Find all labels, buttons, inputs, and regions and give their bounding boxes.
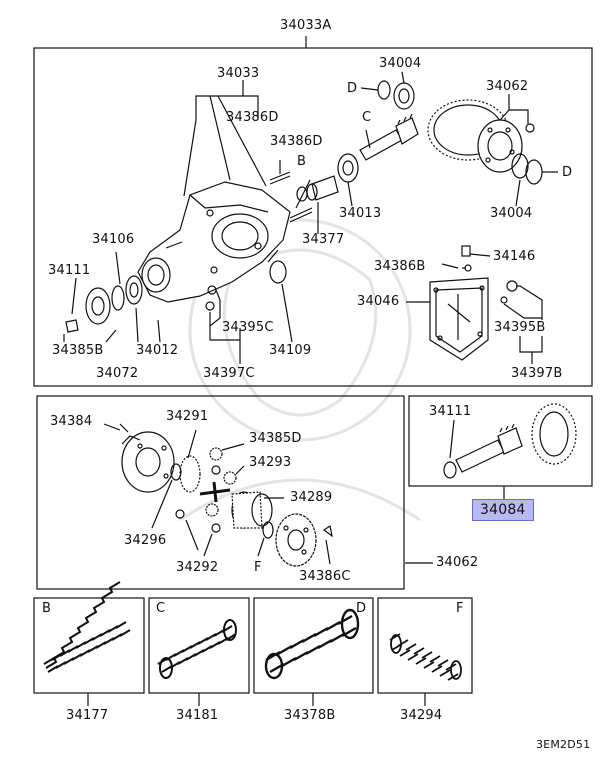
spring-b-coils (43, 581, 131, 673)
case-cover (275, 513, 317, 567)
spring-c-coils (157, 619, 237, 679)
part-label[interactable]: 34385D (249, 431, 302, 446)
part-label[interactable]: 34386B (374, 259, 426, 274)
spring-letter-f: F (456, 601, 464, 616)
bearing-34013 (337, 153, 359, 183)
assembly-code-label: 34033A (280, 18, 332, 33)
drive-pinion (359, 113, 419, 161)
part-label[interactable]: 34292 (176, 560, 219, 575)
part-label[interactable]: 34291 (166, 409, 209, 424)
differential-case (121, 431, 175, 493)
pinion-gears (175, 447, 237, 533)
part-label[interactable]: 34004 (379, 56, 422, 71)
part-label[interactable]: 34012 (136, 343, 179, 358)
part-label[interactable]: 34146 (493, 249, 536, 264)
companion-flange (65, 275, 143, 333)
part-label[interactable]: 34013 (339, 206, 382, 221)
ref-letter-label: B (297, 154, 307, 169)
ref-letter-label: D (562, 165, 573, 180)
spring-box-b (33, 597, 145, 694)
differential-carrier (137, 181, 291, 303)
ref-letter-label: D (347, 81, 358, 96)
main-assembly-box (33, 47, 593, 387)
part-label[interactable]: 34386C (299, 569, 351, 584)
spring-f-coils (389, 633, 462, 681)
side-seal-34109 (269, 260, 287, 284)
ref-letter-label: F (254, 560, 262, 575)
part-label[interactable]: 34395B (494, 320, 546, 335)
pinion-ring-set (443, 403, 577, 479)
spring-code-c[interactable]: 34181 (176, 708, 219, 723)
part-label[interactable]: 34385B (52, 343, 104, 358)
spacer-34377 (311, 175, 339, 201)
part-label[interactable]: 34033 (217, 66, 260, 81)
part-label[interactable]: 34289 (290, 490, 333, 505)
part-label[interactable]: 34384 (50, 414, 93, 429)
spring-d-coils (264, 608, 360, 680)
spring-code-f[interactable]: 34294 (400, 708, 443, 723)
ref-letter-label: C (362, 110, 372, 125)
highlighted-part-label[interactable]: 34084 (472, 499, 534, 521)
part-label[interactable]: 34111 (48, 263, 91, 278)
seal-b (296, 186, 308, 202)
spring-letter-c: C (156, 601, 166, 616)
part-label[interactable]: 34377 (302, 232, 345, 247)
part-label[interactable]: 34397C (203, 366, 255, 381)
ring-gear (427, 99, 523, 173)
part-label[interactable]: 34293 (249, 455, 292, 470)
rear-cover (429, 277, 489, 361)
pinion-set-box (408, 395, 593, 487)
part-label[interactable]: 34395C (222, 320, 274, 335)
part-label[interactable]: 34072 (96, 366, 139, 381)
spring-letter-d: D (356, 601, 367, 616)
part-label[interactable]: 34386D (226, 110, 279, 125)
bearing-34004-upper (393, 82, 415, 110)
bearing-34004-lower (525, 159, 543, 185)
part-label[interactable]: 34296 (124, 533, 167, 548)
spring-code-b[interactable]: 34177 (66, 708, 109, 723)
part-label[interactable]: 34386D (270, 134, 323, 149)
part-label[interactable]: 34004 (490, 206, 533, 221)
part-label[interactable]: 34062 (486, 79, 529, 94)
stud-bolts (269, 171, 313, 223)
spring-letter-b: B (42, 601, 52, 616)
spring-code-d[interactable]: 34378B (284, 708, 336, 723)
part-label[interactable]: 34062 (436, 555, 479, 570)
figure-code: 3EM2D51 (536, 738, 591, 751)
part-label[interactable]: 34397B (511, 366, 563, 381)
part-label[interactable]: 34109 (269, 343, 312, 358)
gear-set-box (36, 395, 405, 590)
part-label[interactable]: 34111 (429, 404, 472, 419)
part-label[interactable]: 34046 (357, 294, 400, 309)
part-label[interactable]: 34106 (92, 232, 135, 247)
watermark-logo (179, 218, 421, 522)
